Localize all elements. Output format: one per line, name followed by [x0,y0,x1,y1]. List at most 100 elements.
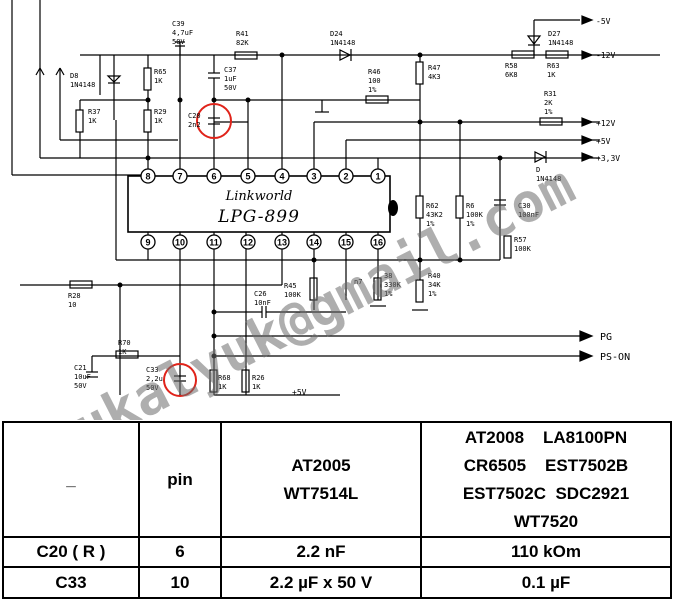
component-label-r26: 1K [252,383,261,391]
component-label-r29: 1K [154,117,163,125]
row-value-b: 110 kOm [420,536,672,568]
component-label-c30: C30 [518,202,531,210]
spec-header-row: _ pin AT2005 WT7514L AT2008 LA8100PN CR6… [2,421,672,538]
component-label-r63: 1K [547,71,556,79]
component-label-r45: R45 [284,282,297,290]
component-label-c20: 2n2 [188,121,201,129]
component-label-r65: R65 [154,68,167,76]
header-chip-line: AT2005 [291,455,351,475]
component-label-r37: R37 [88,108,101,116]
component-label-c20: C20 [188,112,201,120]
component-label-r31: 2K [544,99,553,107]
chip-top-pin [338,168,354,184]
component-label-r6x: R6 [466,202,474,210]
component-label-r6x: 1% [466,220,475,228]
component-label-r40: 34K [428,281,441,289]
component-label-c21: 50V [74,382,87,390]
component-label-r45: 100K [284,291,302,299]
header-pin: pin [138,421,222,538]
component-label-d24: 1N4148 [330,39,355,47]
row-value-b: 0.1 µF [420,566,672,599]
chip-bottom-pin [274,234,290,250]
component-label-r58: R58 [505,62,518,70]
component-label-c21: C21 [74,364,87,372]
rail-minus5: -5V [596,17,611,26]
header-chip-name: SDC2921 [555,483,630,503]
component-label-r58: 6K8 [505,71,518,79]
component-label-d24: D24 [330,30,343,38]
chip-bottom-pin-number: 13 [277,238,287,248]
component-label-c21: 10uF [74,373,91,381]
rail-plus5-bottom: +5V [292,388,307,397]
component-label-r46: R46 [368,68,381,76]
component-label-r40: 1% [428,290,437,298]
header-chip-name: EST7502C [462,483,546,503]
header-chip-name: AT2008 [464,427,525,447]
component-label-r57: 100K [514,245,532,253]
component-label-d-ps: 1N4148 [536,175,561,183]
table-row: C33 10 2.2 µF x 50 V 0.1 µF [2,566,672,599]
table-row: C20 ( R ) 6 2.2 nF 110 kOm [2,536,672,568]
header-chips-b: AT2008 LA8100PN CR6505 EST7502B EST7502C… [420,421,672,538]
chip-top-pin [370,168,386,184]
chip-top-pin-number: 1 [375,172,380,182]
chip-top-pin [274,168,290,184]
chip-bottom-pin-number: 10 [175,238,185,248]
row-pin: 6 [138,536,222,568]
chip-bottom-pin [140,234,156,250]
component-label-r41: R41 [236,30,249,38]
component-label-r57: R57 [514,236,527,244]
header-chip-name: EST7502B [545,455,629,475]
component-label-d8: 1N4148 [70,81,95,89]
chip-top-pin-number: 7 [177,172,182,182]
chip-bottom-pin [306,234,322,250]
chip-bottom-pin [370,234,386,250]
chip-bottom-pin-number: 16 [373,238,383,248]
chip-bottom-pin [172,234,188,250]
component-label-r31: R31 [544,90,557,98]
header-part: _ [2,421,140,538]
component-label-c39: C39 [172,20,185,28]
chip-top-pin [140,168,156,184]
chip-top-pin [172,168,188,184]
chip-bottom-pin [240,234,256,250]
component-label-c26: 10nF [254,299,271,307]
chip-top-pin-number: 4 [279,172,284,182]
component-label-r38: 1% [384,290,393,298]
component-label-r68: 1K [218,383,227,391]
component-label-r46: 100 [368,77,381,85]
component-label-r70: 1K [118,348,127,356]
component-label-r38: 38 [384,272,392,280]
component-label-r47: 4K3 [428,73,441,81]
component-label-r62: 43K2 [426,211,443,219]
c20-highlight-circle [196,103,232,139]
component-label-r6x: 100K [466,211,484,219]
chip-top-pin-number: 3 [311,172,316,182]
component-label-d27: D27 [548,30,561,38]
chip-top-pin [240,168,256,184]
chip-bottom-pin-number: 14 [309,238,319,248]
component-label-r41: 82K [236,39,249,47]
chip-bottom-pin [206,234,222,250]
chip-bottom-pin-number: 11 [209,238,219,248]
chip-bottom-pin-number: 15 [341,238,351,248]
chip-top-pin [306,168,322,184]
component-label-c37: 50V [224,84,237,92]
chip-bottom-pin-number: 9 [145,238,150,248]
component-label-c39: 4,7uF [172,29,193,37]
component-label-d8: D8 [70,72,78,80]
chip-top-pin-number: 8 [145,172,150,182]
component-label-r40: R40 [428,272,441,280]
header-chips-a: AT2005 WT7514L [220,421,422,538]
chip-notch [388,200,398,216]
component-label-c37: 1uF [224,75,237,83]
component-label-c33: 2,2u [146,375,163,383]
chip-top-pin-number: 2 [343,172,348,182]
component-label-r62: R62 [426,202,439,210]
header-chip-name: CR6505 [463,455,527,475]
component-label-r29: R29 [154,108,167,116]
row-value-a: 2.2 µF x 50 V [220,566,422,599]
component-label-d27: 1N4148 [548,39,573,47]
rail-minus12: -12V [596,51,615,60]
